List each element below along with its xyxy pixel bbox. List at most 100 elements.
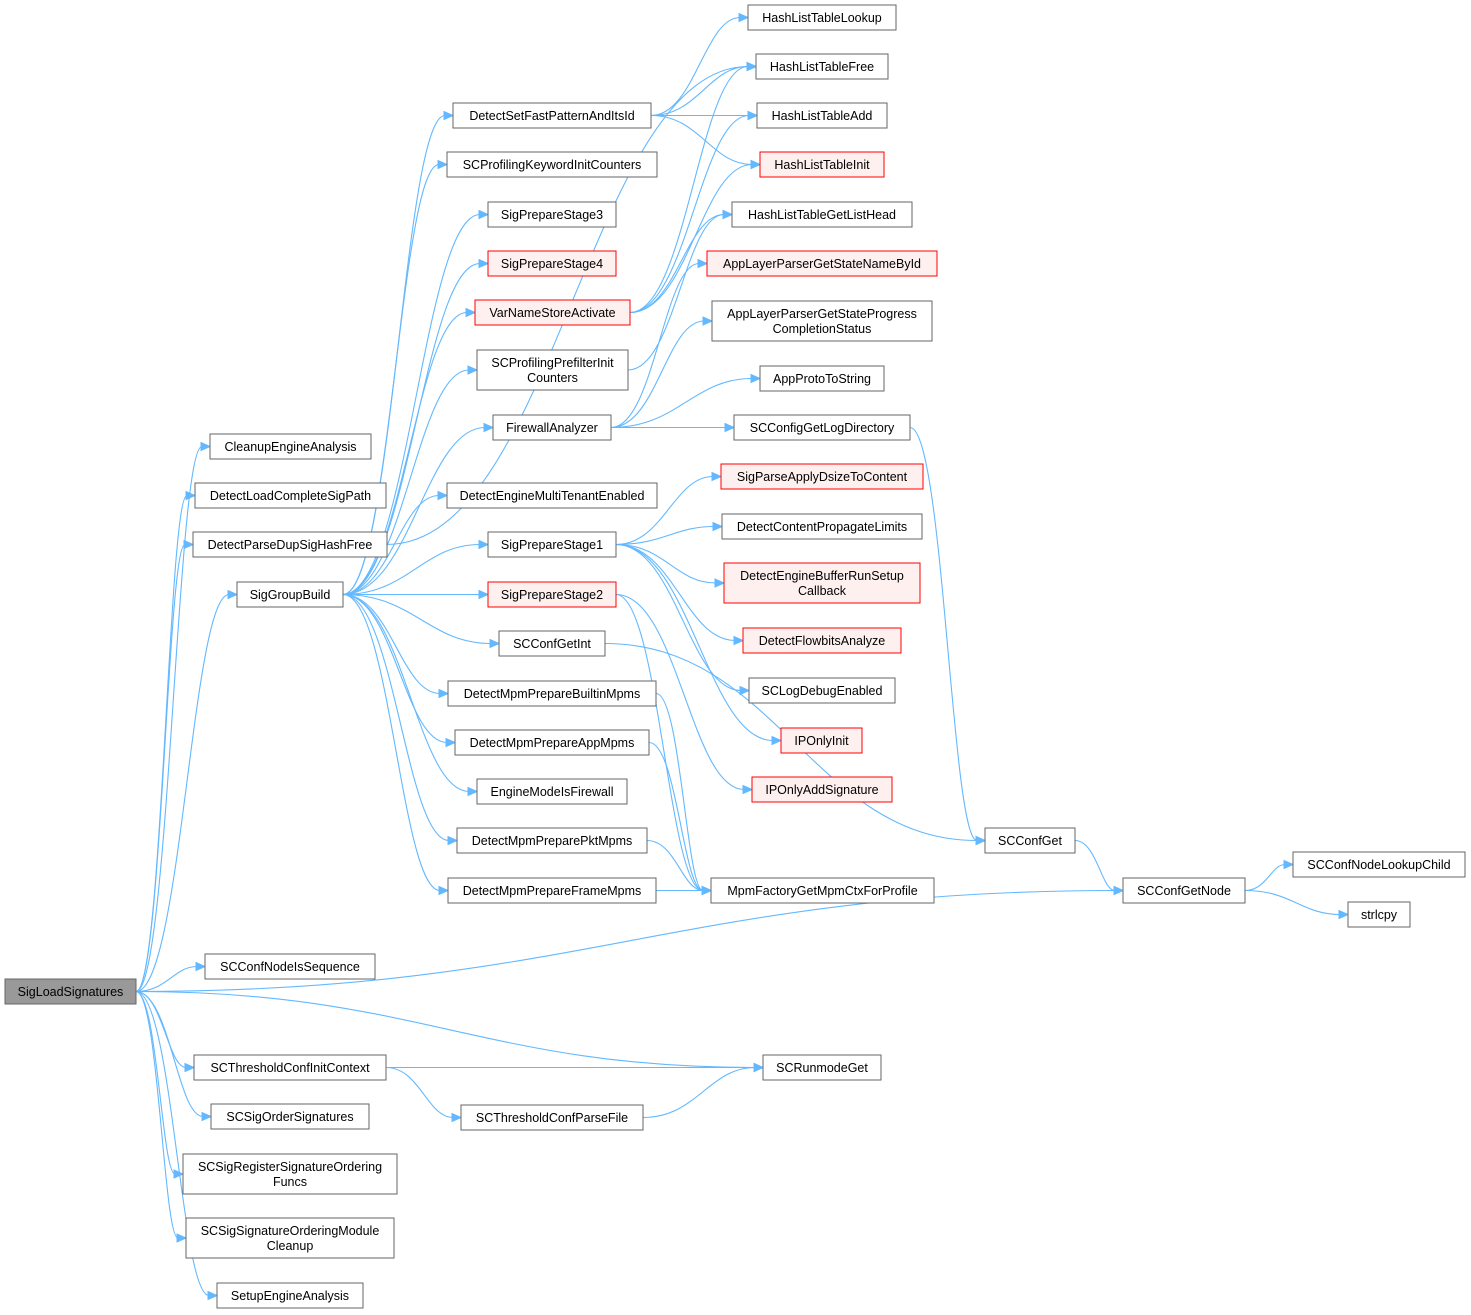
node-detect-parse-dup-sig-hash-free[interactable]: DetectParseDupSigHashFree xyxy=(192,531,388,558)
edge-sc-threshold-conf-init-context-to-sc-threshold-conf-parse-file xyxy=(385,1066,454,1119)
node-hash-list-table-get-list-head[interactable]: HashListTableGetListHead xyxy=(731,201,913,228)
node-detect-content-propagate-limits[interactable]: DetectContentPropagateLimits xyxy=(721,513,923,540)
node-app-layer-parser-get-state-progress-completion-status[interactable]: AppLayerParserGetStateProgressCompletion… xyxy=(711,300,933,342)
node-box xyxy=(984,827,1076,854)
node-detect-mpm-prepare-pkt-mpms[interactable]: DetectMpmPreparePktMpms xyxy=(456,827,648,854)
node-sc-threshold-conf-parse-file[interactable]: SCThresholdConfParseFile xyxy=(460,1104,644,1131)
node-sig-group-build[interactable]: SigGroupBuild xyxy=(236,581,344,608)
node-sig-parse-apply-dsize-to-content[interactable]: SigParseApplyDsizeToContent xyxy=(720,463,924,490)
arrowhead-detect-mpm-prepare-frame-mpms xyxy=(438,885,450,896)
node-sc-runmode-get[interactable]: SCRunmodeGet xyxy=(762,1054,882,1081)
node-sc-threshold-conf-init-context[interactable]: SCThresholdConfInitContext xyxy=(193,1054,387,1081)
node-sig-prepare-stage2[interactable]: SigPrepareStage2 xyxy=(487,581,617,608)
node-label: DetectSetFastPatternAndItsId xyxy=(469,109,634,123)
node-hash-list-table-add[interactable]: HashListTableAdd xyxy=(756,102,888,129)
edge-sig-group-build-to-sc-profiling-keyword-init-counters xyxy=(342,163,440,596)
node-box xyxy=(759,151,885,178)
node-box xyxy=(731,201,913,228)
node-cleanup-engine-analysis[interactable]: CleanupEngineAnalysis xyxy=(209,433,372,460)
node-sc-sig-order-signatures[interactable]: SCSigOrderSignatures xyxy=(210,1103,370,1130)
node-firewall-analyzer[interactable]: FirewallAnalyzer xyxy=(492,414,612,441)
edge-detect-mpm-prepare-app-mpms-to-mpm-factory-get-mpm-ctx-for-profile xyxy=(648,741,704,892)
node-strlcpy[interactable]: strlcpy xyxy=(1347,901,1411,928)
arrowhead-sc-conf-get-int xyxy=(489,638,501,649)
node-app-proto-to-string[interactable]: AppProtoToString xyxy=(759,365,885,392)
node-mpm-factory-get-mpm-ctx-for-profile[interactable]: MpmFactoryGetMpmCtxForProfile xyxy=(710,877,935,904)
node-label: DetectLoadCompleteSigPath xyxy=(210,489,371,503)
node-label: DetectContentPropagateLimits xyxy=(737,520,907,534)
node-label: SigPrepareStage2 xyxy=(501,588,603,602)
node-engine-mode-is-firewall[interactable]: EngineModeIsFirewall xyxy=(476,778,628,805)
node-label: CleanupEngineAnalysis xyxy=(224,440,356,454)
node-detect-engine-multi-tenant-enabled[interactable]: DetectEngineMultiTenantEnabled xyxy=(446,482,658,509)
node-sc-profiling-keyword-init-counters[interactable]: SCProfilingKeywordInitCounters xyxy=(446,151,658,178)
node-detect-mpm-prepare-app-mpms[interactable]: DetectMpmPrepareAppMpms xyxy=(454,729,650,756)
node-box xyxy=(1292,851,1466,878)
arrowhead-engine-mode-is-firewall xyxy=(467,786,479,797)
node-hash-list-table-lookup[interactable]: HashListTableLookup xyxy=(747,4,897,31)
node-label: SCProfilingPrefilterInit xyxy=(491,356,614,370)
node-label: AppLayerParserGetStateNameById xyxy=(723,257,921,271)
arrowhead-detect-mpm-prepare-app-mpms xyxy=(445,737,457,748)
arrowhead-hash-list-table-add xyxy=(747,110,759,121)
node-box xyxy=(192,531,388,558)
node-ip-only-init[interactable]: IPOnlyInit xyxy=(780,727,863,754)
node-label: HashListTableGetListHead xyxy=(748,208,896,222)
node-label: Callback xyxy=(798,584,847,598)
node-label: SCConfigGetLogDirectory xyxy=(750,421,895,435)
node-box xyxy=(1347,901,1411,928)
node-app-layer-parser-get-state-name-by-id[interactable]: AppLayerParserGetStateNameById xyxy=(706,250,938,277)
node-box xyxy=(185,1217,395,1259)
arrowhead-sc-sig-register-signature-ordering-funcs xyxy=(173,1169,185,1179)
node-label: SetupEngineAnalysis xyxy=(231,1289,349,1303)
edge-detect-set-fast-pattern-and-its-id-to-hash-list-table-lookup xyxy=(650,16,741,117)
node-var-name-store-activate[interactable]: VarNameStoreActivate xyxy=(474,299,631,326)
node-detect-mpm-prepare-frame-mpms[interactable]: DetectMpmPrepareFrameMpms xyxy=(447,877,657,904)
edge-sig-group-build-to-engine-mode-is-firewall xyxy=(342,593,470,793)
node-sc-conf-node-lookup-child[interactable]: SCConfNodeLookupChild xyxy=(1292,851,1466,878)
arrowhead-detect-engine-multi-tenant-enabled xyxy=(437,490,449,501)
node-detect-load-complete-sig-path[interactable]: DetectLoadCompleteSigPath xyxy=(194,482,387,509)
node-box xyxy=(1122,877,1246,904)
arrowhead-sc-threshold-conf-parse-file xyxy=(451,1112,463,1123)
node-box xyxy=(447,680,657,707)
node-setup-engine-analysis[interactable]: SetupEngineAnalysis xyxy=(216,1282,364,1309)
node-label: SigGroupBuild xyxy=(250,588,331,602)
node-sig-prepare-stage1[interactable]: SigPrepareStage1 xyxy=(487,531,617,558)
node-sig-prepare-stage4[interactable]: SigPrepareStage4 xyxy=(487,250,617,277)
node-box xyxy=(452,102,652,129)
node-label: AppLayerParserGetStateProgress xyxy=(727,307,917,321)
arrowhead-firewall-analyzer xyxy=(483,422,495,433)
node-hash-list-table-init[interactable]: HashListTableInit xyxy=(759,151,885,178)
node-sc-conf-node-is-sequence[interactable]: SCConfNodeIsSequence xyxy=(204,953,376,980)
edge-sig-prepare-stage1-to-detect-content-propagate-limits xyxy=(615,525,715,546)
node-label: SigPrepareStage4 xyxy=(501,257,603,271)
node-sc-conf-get[interactable]: SCConfGet xyxy=(984,827,1076,854)
node-detect-set-fast-pattern-and-its-id[interactable]: DetectSetFastPatternAndItsId xyxy=(452,102,652,129)
node-label: SCConfGetInt xyxy=(513,637,591,651)
node-ip-only-add-signature[interactable]: IPOnlyAddSignature xyxy=(751,776,893,803)
node-hash-list-table-free[interactable]: HashListTableFree xyxy=(755,53,889,80)
node-sig-prepare-stage3[interactable]: SigPrepareStage3 xyxy=(487,201,617,228)
arrowhead-ip-only-add-signature xyxy=(742,784,754,795)
node-sc-log-debug-enabled[interactable]: SCLogDebugEnabled xyxy=(748,677,896,704)
node-box xyxy=(762,1054,882,1081)
edge-sig-group-build-to-var-name-store-activate xyxy=(342,311,468,596)
edge-sig-group-build-to-detect-engine-multi-tenant-enabled xyxy=(342,494,440,596)
node-sig-load-signatures[interactable]: SigLoadSignatures xyxy=(4,978,137,1005)
node-detect-flowbits-analyze[interactable]: DetectFlowbitsAnalyze xyxy=(742,627,902,654)
node-sc-conf-get-int[interactable]: SCConfGetInt xyxy=(498,630,606,657)
node-sc-conf-get-node[interactable]: SCConfGetNode xyxy=(1122,877,1246,904)
node-sc-config-get-log-directory[interactable]: SCConfigGetLogDirectory xyxy=(733,414,911,441)
node-box xyxy=(487,531,617,558)
arrowhead-detect-engine-buffer-run-setup-callback xyxy=(714,578,726,588)
node-detect-mpm-prepare-builtin-mpms[interactable]: DetectMpmPrepareBuiltinMpms xyxy=(447,680,657,707)
edge-sig-prepare-stage2-to-ip-only-add-signature xyxy=(615,593,745,791)
node-label: FirewallAnalyzer xyxy=(506,421,598,435)
node-label: HashListTableFree xyxy=(770,60,874,74)
node-label: DetectEngineBufferRunSetup xyxy=(740,569,904,583)
